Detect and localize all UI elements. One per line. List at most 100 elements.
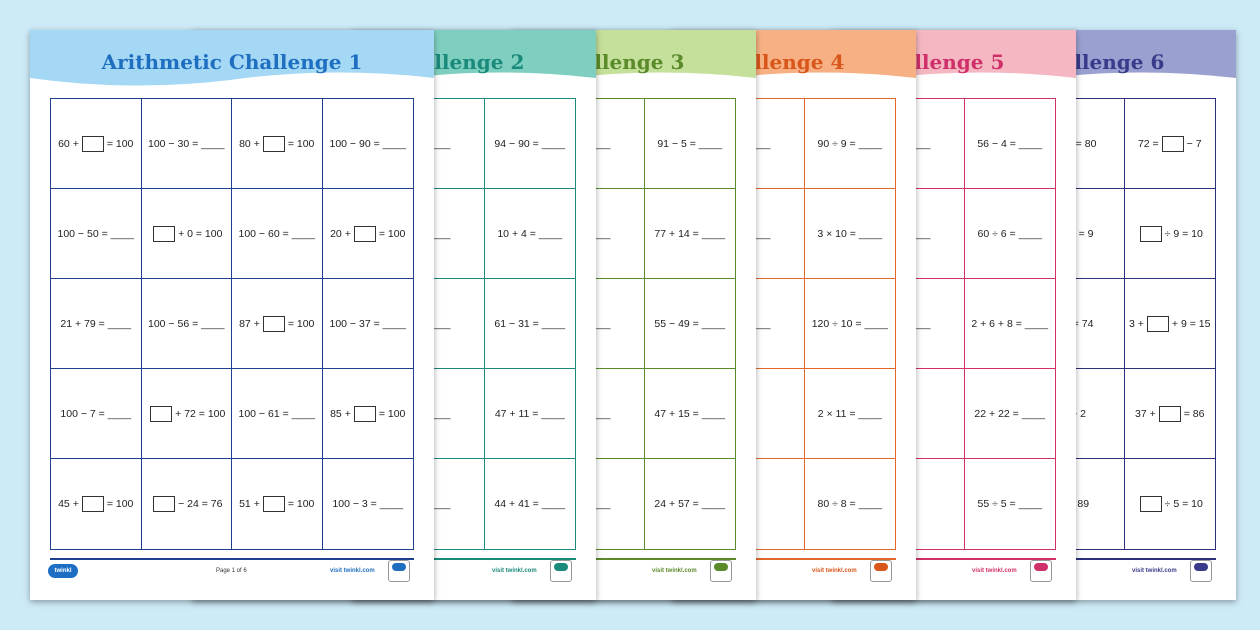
question-text: + 0 = 100 bbox=[178, 227, 223, 240]
question-text: 2 × 11 = ____ bbox=[817, 407, 882, 420]
question-cell: 56 − 4 = ____ bbox=[964, 99, 1055, 189]
question-text: 21 + 79 = ____ bbox=[60, 317, 132, 330]
question-cell: 2 + 6 + 8 = ____ bbox=[964, 279, 1055, 369]
answer-box[interactable] bbox=[262, 496, 285, 512]
question-text: 80 ÷ 8 = ____ bbox=[817, 498, 882, 510]
footer-site-link[interactable]: visit twinkl.com bbox=[972, 568, 1017, 574]
question-text: 100 − 7 = ____ bbox=[60, 407, 132, 420]
question-cell: 94 − 90 = ____ bbox=[484, 99, 575, 189]
question-cell: 77 + 14 = ____ bbox=[644, 189, 735, 279]
twinkl-logo: twinkl bbox=[48, 564, 78, 578]
question-cell: 2 × 11 = ____ bbox=[804, 369, 895, 459]
question-text: 60 ÷ 6 = ____ bbox=[977, 227, 1042, 240]
answer-box[interactable] bbox=[150, 405, 173, 422]
question-cell: 47 + 15 = ____ bbox=[644, 369, 735, 459]
question-cell: 120 ÷ 10 = ____ bbox=[804, 279, 895, 369]
question-text: 3 × 10 = ____ bbox=[817, 227, 883, 240]
answer-box[interactable] bbox=[262, 315, 285, 332]
question-text: ÷ 5 = 10 bbox=[1164, 498, 1203, 510]
question-cell: 85 + = 100 bbox=[322, 369, 413, 459]
question-cell: 55 − 49 = ____ bbox=[644, 279, 735, 369]
question-cell: 100 − 60 = ____ bbox=[232, 189, 323, 279]
footer-site-link[interactable]: visit twinkl.com bbox=[492, 568, 537, 574]
footer-site-link[interactable]: visit twinkl.com bbox=[652, 568, 697, 574]
question-text: = 100 bbox=[378, 227, 406, 240]
question-text: 60 + bbox=[58, 137, 79, 150]
question-text: 87 + bbox=[239, 317, 260, 330]
question-cell: 61 − 31 = ____ bbox=[484, 279, 575, 369]
question-text: 85 + bbox=[330, 407, 351, 420]
answer-box[interactable] bbox=[262, 135, 285, 152]
question-cell: ÷ 9 = 10 bbox=[1124, 189, 1215, 279]
question-cell: 47 + 11 = ____ bbox=[484, 369, 575, 459]
question-text: 100 − 37 = ____ bbox=[329, 317, 407, 330]
answer-box[interactable] bbox=[353, 405, 376, 422]
question-text: 90 ÷ 9 = ____ bbox=[817, 137, 882, 150]
question-cell: 91 − 5 = ____ bbox=[644, 99, 735, 189]
question-text: 2 + 6 + 8 = ____ bbox=[971, 317, 1049, 330]
question-text: 51 + bbox=[239, 498, 260, 510]
question-text: = 100 bbox=[378, 407, 406, 420]
question-text: 120 ÷ 10 = ____ bbox=[811, 317, 888, 330]
question-text: 24 + 57 = ____ bbox=[654, 498, 726, 510]
question-text: 100 − 30 = ____ bbox=[148, 137, 225, 150]
question-cell: 100 − 56 = ____ bbox=[141, 279, 232, 369]
answer-box[interactable] bbox=[1158, 405, 1181, 422]
question-cell: + 72 = 100 bbox=[141, 369, 232, 459]
footer-site-link[interactable]: visit twinkl.com bbox=[1132, 568, 1177, 574]
question-cell: 55 ÷ 5 = ____ bbox=[965, 459, 1056, 549]
question-cell: 87 += 100 bbox=[232, 279, 323, 369]
quality-badge-icon bbox=[710, 560, 732, 582]
question-text: 100 − 56 = ____ bbox=[148, 317, 225, 330]
footer-site-link[interactable]: visit twinkl.com bbox=[330, 568, 375, 574]
question-cell: 10 + 4 = ____ bbox=[484, 189, 575, 279]
question-text: = 100 bbox=[106, 498, 134, 510]
answer-box[interactable] bbox=[353, 225, 376, 242]
question-cell: 100 − 7 = ____ bbox=[51, 369, 142, 459]
question-cell: 100 − 3 = ____ bbox=[323, 459, 414, 549]
question-cell: 80 += 100 bbox=[232, 99, 323, 189]
answer-box[interactable] bbox=[1146, 315, 1169, 332]
answer-box[interactable] bbox=[81, 135, 104, 152]
question-text: 72 = bbox=[1137, 137, 1159, 150]
question-cell bbox=[874, 459, 965, 549]
question-text: = 86 bbox=[1183, 407, 1205, 420]
quality-badge-icon bbox=[1190, 560, 1212, 582]
question-text: 56 − 4 = ____ bbox=[977, 137, 1043, 150]
question-cell: ÷ 5 = 10 bbox=[1125, 459, 1216, 549]
question-text: − 24 = 76 bbox=[178, 498, 223, 510]
question-text: 91 − 5 = ____ bbox=[657, 137, 723, 150]
answer-box[interactable] bbox=[81, 496, 104, 512]
footer-site-link[interactable]: visit twinkl.com bbox=[812, 568, 857, 574]
question-cell bbox=[714, 369, 805, 459]
question-text: 100 − 50 = ____ bbox=[57, 227, 135, 240]
question-text: − 7 bbox=[1186, 137, 1202, 150]
answer-box[interactable] bbox=[153, 496, 176, 512]
question-cell: 60 += 100 bbox=[51, 99, 142, 189]
question-text: 55 − 49 = ____ bbox=[654, 317, 726, 330]
question-cell: 100 − 30 = ____ bbox=[141, 99, 232, 189]
question-cell: 80 ÷ 8 = ____ bbox=[805, 459, 896, 549]
question-cell: 100 − 90 = ____ bbox=[322, 99, 413, 189]
question-text: 100 − 3 = ____ bbox=[332, 498, 404, 510]
answer-box[interactable] bbox=[1161, 135, 1184, 152]
question-text: 20 + bbox=[330, 227, 351, 240]
question-text: 80 + bbox=[239, 137, 260, 150]
question-text: 94 − 90 = ____ bbox=[494, 137, 566, 150]
question-text: 100 − 90 = ____ bbox=[329, 137, 407, 150]
answer-box[interactable] bbox=[1139, 496, 1162, 512]
question-text: 45 + bbox=[58, 498, 79, 510]
question-text: + 72 = 100 bbox=[175, 407, 226, 420]
answer-box[interactable] bbox=[153, 225, 176, 242]
question-text: 3 + bbox=[1129, 317, 1144, 330]
question-cell: − 24 = 76 bbox=[142, 459, 232, 549]
question-text: 47 + 15 = ____ bbox=[654, 407, 726, 420]
footer-rule bbox=[50, 558, 414, 560]
question-text: ÷ 9 = 10 bbox=[1164, 227, 1203, 240]
question-text: 44 + 41 = ____ bbox=[494, 498, 566, 510]
question-text: = 100 bbox=[287, 498, 315, 510]
answer-box[interactable] bbox=[1139, 225, 1162, 242]
question-cell: 100 − 37 = ____ bbox=[322, 279, 413, 369]
